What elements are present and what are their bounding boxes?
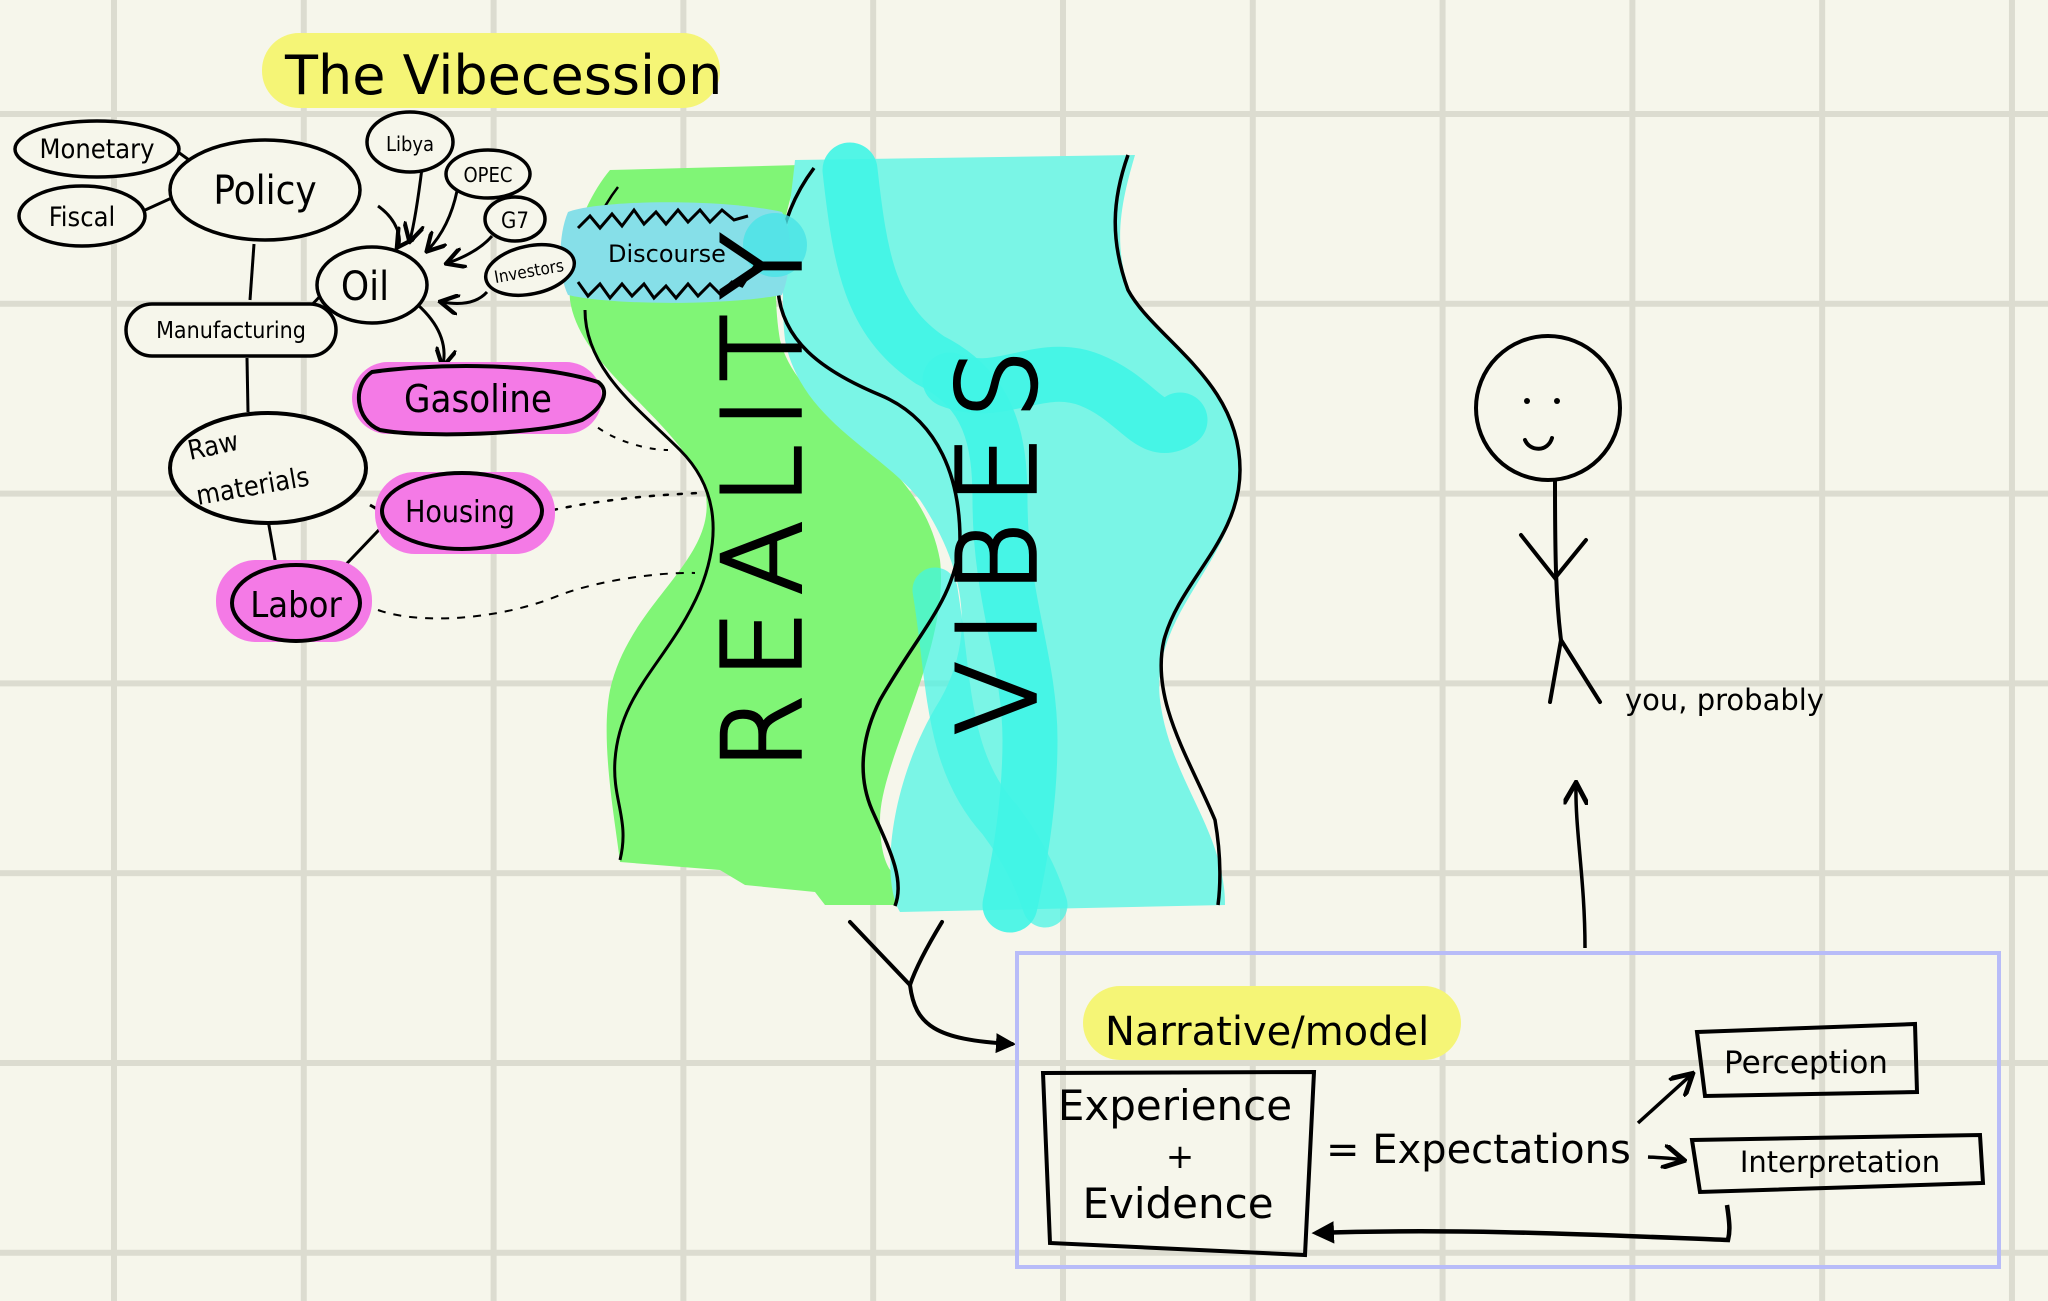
page-title: The Vibecession	[284, 44, 722, 107]
figure-eye	[1554, 398, 1560, 404]
discourse-top-edge	[576, 207, 749, 231]
narrative-highlight	[1083, 986, 1461, 1060]
perception-box: Perception	[1694, 1021, 1920, 1099]
node-oil: Oil	[315, 245, 429, 325]
model-frame	[1015, 951, 2001, 1269]
title-group: The Vibecession	[262, 33, 722, 108]
node-opec: OPEC	[444, 148, 532, 200]
discourse-node: Discourse	[560, 202, 807, 303]
svg-text:Housing: Housing	[405, 495, 515, 530]
node-investors: Investors	[483, 242, 577, 298]
figure-head	[1474, 334, 1622, 482]
title-highlight	[262, 33, 720, 108]
node-g7: G7	[483, 195, 547, 243]
vibes-right-bank	[1113, 154, 1242, 906]
interpretation-box: Interpretation	[1689, 1132, 1986, 1195]
node-libya: Libya	[365, 110, 455, 174]
svg-text:Labor: Labor	[250, 585, 342, 626]
reality-fill	[569, 165, 941, 905]
node-housing: Housing	[375, 471, 555, 554]
stick-figure	[1474, 334, 1622, 704]
svg-text:OPEC: OPEC	[464, 163, 513, 187]
svg-text:Evidence: Evidence	[1082, 1179, 1273, 1228]
figure-legs	[1548, 638, 1602, 704]
node-labor: Labor	[216, 560, 372, 643]
svg-text:Fiscal: Fiscal	[49, 202, 115, 233]
discourse-label: Discourse	[608, 240, 726, 268]
narrative-model-label: Narrative/model	[1105, 1009, 1429, 1055]
svg-text:+: +	[1166, 1137, 1195, 1177]
figure-eye	[1524, 398, 1530, 404]
expectations-label: = Expectations	[1326, 1127, 1631, 1173]
reality-label: REALITY	[701, 217, 826, 770]
node-gasoline: Gasoline	[352, 362, 606, 437]
svg-text:Libya: Libya	[386, 132, 434, 156]
svg-text:Oil: Oil	[341, 264, 389, 310]
merge-arrow	[848, 920, 1016, 1054]
node-monetary: Monetary	[13, 119, 181, 179]
arrow-to-figure	[1576, 785, 1585, 949]
reality-left-bank	[583, 309, 715, 861]
node-raw-materials: Raw materials	[168, 411, 368, 525]
expectations-arrows	[1311, 1075, 1732, 1244]
node-fiscal: Fiscal	[17, 184, 147, 248]
svg-text:Manufacturing: Manufacturing	[156, 318, 306, 344]
figure-arms	[1519, 533, 1588, 582]
discourse-bottom-edge	[576, 263, 758, 301]
svg-text:Interpretation: Interpretation	[1740, 1145, 1940, 1179]
narrative-model-label-group: Narrative/model	[1083, 986, 1461, 1060]
svg-text:G7: G7	[501, 209, 529, 234]
figure-smile	[1523, 436, 1554, 451]
svg-text:Gasoline: Gasoline	[404, 377, 552, 421]
vibes-label: VIBES	[936, 332, 1061, 735]
svg-text:Monetary: Monetary	[40, 134, 155, 165]
experience-evidence-box: Experience + Evidence	[1040, 1069, 1317, 1258]
node-policy: Policy	[168, 138, 362, 242]
svg-text:Perception: Perception	[1724, 1045, 1888, 1081]
svg-text:Experience: Experience	[1058, 1081, 1292, 1130]
figure-body	[1553, 478, 1563, 642]
figure-caption: you, probably	[1625, 683, 1824, 717]
svg-text:Policy: Policy	[213, 168, 316, 214]
node-manufacturing: Manufacturing	[124, 302, 338, 358]
